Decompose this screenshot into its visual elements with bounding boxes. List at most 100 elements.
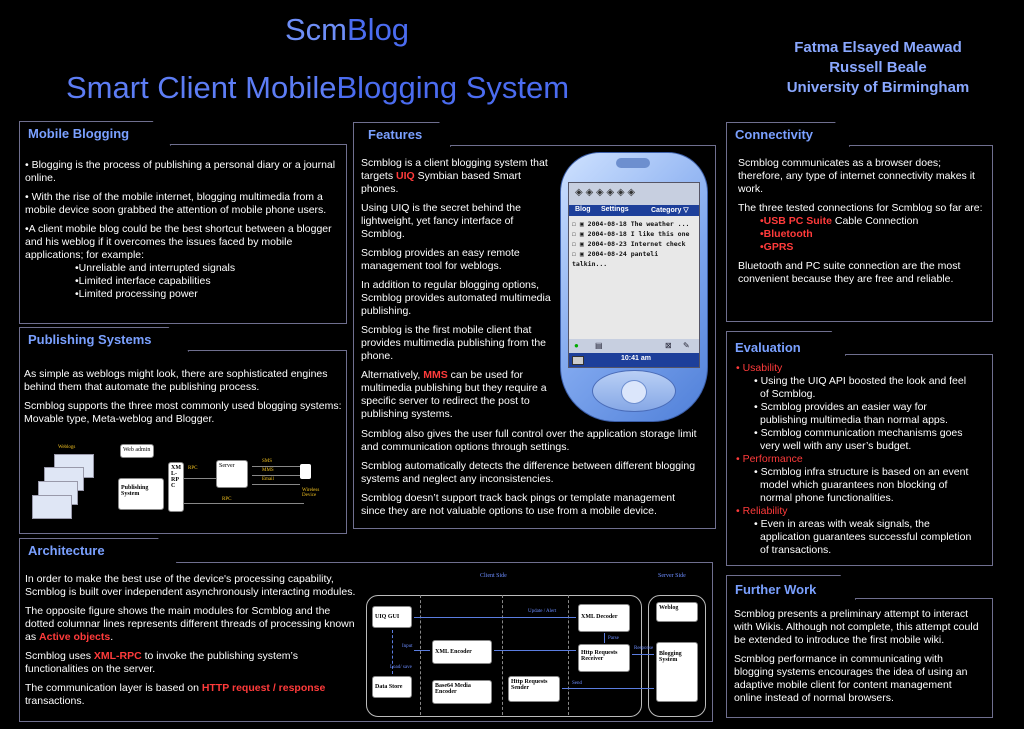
thread-divider xyxy=(568,595,569,715)
features-text-bottom: Scmblog also gives the user full control… xyxy=(361,428,701,524)
send-arrow xyxy=(562,688,654,689)
architecture-tab: Architecture xyxy=(19,538,177,563)
xml-rpc-highlight: XML-RPC xyxy=(93,650,142,662)
arch-p2-part: The opposite figure shows the main modul… xyxy=(25,605,355,643)
web-admin-box: Web admin xyxy=(120,444,154,458)
author-2: Russell Beale xyxy=(829,59,927,76)
features-p6-part: Alternatively, xyxy=(361,369,424,381)
features-title: Features xyxy=(368,127,423,142)
mobile-blogging-title: Mobile Blogging xyxy=(28,126,130,141)
mb-list-item: •Unreliable and interrupted signals xyxy=(75,262,236,274)
phone-speaker xyxy=(616,158,650,168)
phone-post-row[interactable]: ☐ ▣ 2004-08-23 Internet check xyxy=(572,240,686,248)
arch-paragraph-3: Scmblog uses XML-RPC to invoke the publi… xyxy=(25,650,361,676)
mb-list-item: •Limited processing power xyxy=(75,288,198,300)
arch-p3-part: to invoke the publishing system’s functi… xyxy=(25,650,298,675)
data-store-box: Data Store xyxy=(372,676,412,698)
phone-post-row[interactable]: ☐ ▣ 2004-08-18 The weather ... xyxy=(572,220,690,228)
post-date: 2004-08-18 xyxy=(587,230,627,238)
performance-item: • Scmblog infra structure is based on an… xyxy=(754,466,969,504)
architecture-text: In order to make the best use of the dev… xyxy=(25,573,361,714)
connectivity-tab: Connectivity xyxy=(726,122,850,147)
folder-icon[interactable]: ▤ xyxy=(595,341,603,350)
further-work-tab: Further Work xyxy=(726,575,856,600)
mms-highlight: MMS xyxy=(423,369,448,381)
usability-item: • Scmblog provides an easier way for pub… xyxy=(754,401,948,426)
load-save-arrow xyxy=(392,630,394,674)
phone-post-row[interactable]: ☐ ▣ 2004-08-24 panteli talkin... xyxy=(572,250,659,268)
further-work-paragraph-2: Scmblog performance in communicating wit… xyxy=(734,653,968,704)
dpad-center-button[interactable] xyxy=(621,380,647,404)
features-text: Scmblog is a client blogging system that… xyxy=(361,157,559,427)
reliability-item: • Even in areas with weak signals, the a… xyxy=(754,518,972,556)
features-paragraph-4: In addition to regular blogging options,… xyxy=(361,279,551,317)
input-label: Input xyxy=(402,644,413,649)
arch-p3-part: Scmblog uses xyxy=(25,650,94,662)
usb-highlight: •USB PC Suite xyxy=(760,215,832,227)
publishing-tab: Publishing Systems xyxy=(19,327,189,352)
phone-dpad[interactable] xyxy=(592,370,676,412)
publishing-text: As simple as weblogs might look, there a… xyxy=(24,368,342,432)
base64-encoder-box: Base64 Media Encoder xyxy=(432,680,492,704)
email-line xyxy=(252,484,300,485)
phone-menu-settings[interactable]: Settings xyxy=(601,206,629,213)
features-paragraph-6: Alternatively, MMS can be used for multi… xyxy=(361,369,559,421)
features-p1-part: Symbian based Smart phones. xyxy=(361,170,521,195)
post-title: panteli talkin... xyxy=(572,250,659,268)
update-alert-arrow xyxy=(414,617,576,618)
uiq-gui-box: UIQ GUI xyxy=(372,606,412,628)
features-panel xyxy=(353,145,716,529)
poster-subtitle: Smart Client MobileBlogging System xyxy=(66,70,569,106)
mobile-blogging-text: • Blogging is the process of publishing … xyxy=(25,159,337,301)
reliability-heading: • Reliability xyxy=(736,505,788,517)
title-part-blog: Blog xyxy=(347,12,410,47)
load-save-label: Load/ save xyxy=(390,665,412,670)
mb-paragraph-1: • Blogging is the process of publishing … xyxy=(25,159,336,184)
features-tab: Features xyxy=(353,122,451,147)
post-title: I like this one xyxy=(630,230,690,238)
tools-icon[interactable]: ✎ xyxy=(683,341,690,350)
connectivity-panel xyxy=(726,145,993,322)
features-paragraph-5: Scmblog is the first mobile client that … xyxy=(361,324,547,362)
connectivity-paragraph-2: The three tested connections for Scmblog… xyxy=(738,202,983,214)
poster-title: ScmBlog xyxy=(285,12,409,48)
subtitle-part1: Smart Client Mobile xyxy=(66,70,337,105)
go-icon[interactable]: ● xyxy=(574,341,579,350)
sms-label: SMS xyxy=(262,459,273,464)
post-date: 2004-08-23 xyxy=(587,240,627,248)
performance-heading: • Performance xyxy=(736,453,803,465)
update-alert-label: Update / Alert xyxy=(528,609,557,614)
phone-menu-bar: Blog Settings Category ▽ xyxy=(569,205,699,216)
features-paragraph-2: Using UIQ is the secret behind the light… xyxy=(361,202,521,240)
close-icon[interactable]: ⊠ xyxy=(665,341,672,350)
app-icon-bar: ◈ ◈ ◈ ◈ ◈ ◈ xyxy=(569,183,699,205)
publishing-title: Publishing Systems xyxy=(28,332,152,347)
rpc-label-2: RPC xyxy=(222,497,232,502)
arch-p4-part: The communication layer is based on xyxy=(25,682,202,694)
server-side-label: Server Side xyxy=(658,573,686,579)
arch-paragraph-1: In order to make the best use of the dev… xyxy=(25,573,356,598)
authors-block: Fatma Elsayed Meawad Russell Beale Unive… xyxy=(760,38,996,98)
arch-p4-part: transactions. xyxy=(25,695,85,707)
weblog-screenshot xyxy=(32,495,72,519)
rpc-line xyxy=(184,478,216,479)
phone-menu-category[interactable]: Category ▽ xyxy=(651,207,689,214)
post-title: Internet check xyxy=(630,240,686,248)
phone-post-row[interactable]: ☐ ▣ 2004-08-18 I like this one xyxy=(572,230,690,238)
evaluation-title: Evaluation xyxy=(735,340,801,355)
arch-paragraph-2: The opposite figure shows the main modul… xyxy=(25,605,361,644)
server-side-container xyxy=(648,595,706,717)
connection-usb: •USB PC Suite Cable Connection xyxy=(738,215,984,228)
phone-menu-blog[interactable]: Blog xyxy=(575,206,591,213)
response-arrow xyxy=(632,654,654,655)
phone-toolbar: ● ▤ ⊠ ✎ xyxy=(569,339,699,353)
uiq-highlight: UIQ xyxy=(396,170,415,182)
publishing-system-box: Publishing System xyxy=(118,478,164,510)
sms-line xyxy=(252,466,300,467)
phone-screen: ◈ ◈ ◈ ◈ ◈ ◈ Blog Settings Category ▽ ☐ ▣… xyxy=(568,182,700,368)
wireless-device-label: Wireless Device xyxy=(302,488,320,498)
usability-heading: • Usability xyxy=(736,362,783,374)
further-work-paragraph-1: Scmblog presents a preliminary attempt t… xyxy=(734,608,979,646)
mms-label: MMS xyxy=(262,468,274,473)
app-icons: ◈ ◈ ◈ ◈ ◈ ◈ xyxy=(575,187,636,198)
